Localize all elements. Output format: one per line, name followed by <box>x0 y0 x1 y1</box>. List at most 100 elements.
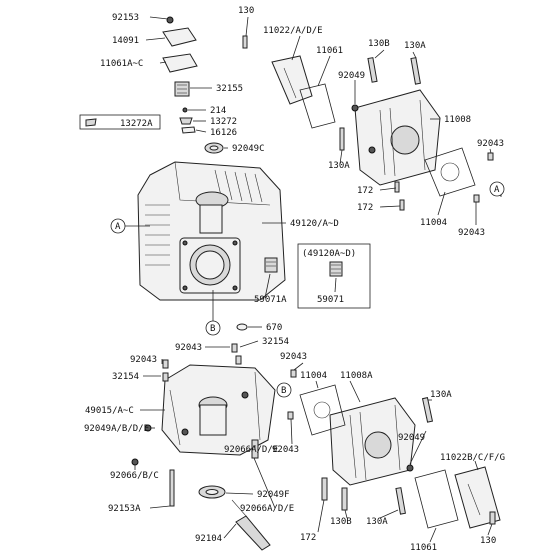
bolt-130a-bot2 <box>395 487 406 515</box>
dowel-32154-b <box>162 372 169 382</box>
label-92043-r2: 92043 <box>458 228 485 238</box>
dowel-92043-a <box>231 343 238 353</box>
label-11061-bot: 11061 <box>410 543 437 553</box>
label-92049-bot: 92049 <box>398 433 425 443</box>
label-13272: 13272 <box>210 117 237 127</box>
callout-a-right-text: A <box>494 185 500 195</box>
label-130b-top: 130B <box>368 39 390 49</box>
dowel-172-b <box>399 199 405 211</box>
crankcase-cover-49015 <box>161 364 276 456</box>
cylinder-head-11008 <box>354 89 441 186</box>
dowel-92043-left <box>162 359 169 369</box>
callout-b-center-text: B <box>210 324 215 334</box>
part-labels: 92153 14091 11061A~C 32155 214 13272 132… <box>84 6 505 553</box>
liquid-gasket-92104 <box>235 515 271 551</box>
pin-214 <box>182 107 188 113</box>
label-92043-r1: 92043 <box>477 139 504 149</box>
head-gasket-11004-bot <box>299 384 346 436</box>
bolt-130a-top <box>410 57 421 85</box>
label-92066ade-2: 92066A/D/E <box>240 504 294 514</box>
dowel-92043-r2 <box>473 194 480 203</box>
label-214: 214 <box>210 106 226 116</box>
pin-59071a <box>264 257 278 273</box>
label-92049-top: 92049 <box>338 71 365 81</box>
bolt-130b-top <box>367 57 378 83</box>
plate-13272 <box>179 117 193 125</box>
cylinder-block-49120 <box>137 161 286 301</box>
label-92104: 92104 <box>195 534 222 544</box>
callout-a-left-text: A <box>115 222 121 232</box>
label-11022bcfg: 11022B/C/F/G <box>440 453 505 463</box>
dowel-92043-bot <box>287 411 294 420</box>
label-11022ade: 11022/A/D/E <box>263 26 323 36</box>
label-670: 670 <box>266 323 282 333</box>
bolt-130a-mid <box>339 127 345 151</box>
dowel-172-bot <box>321 477 328 501</box>
gasket-11061-bot <box>414 469 459 529</box>
bolt-130a-bot1 <box>421 397 434 423</box>
label-130a-bot2: 130A <box>366 517 388 527</box>
dowel-92043-r1 <box>487 152 494 161</box>
label-13272a: 13272A <box>120 119 153 129</box>
label-14091: 14091 <box>112 36 139 46</box>
label-49015ac: 49015/A~C <box>85 406 134 416</box>
dowel-92043-b <box>235 355 242 365</box>
dowel-172-a <box>394 181 400 193</box>
label-130-top: 130 <box>238 6 254 16</box>
label-172-a: 172 <box>357 186 373 196</box>
breather-cover-14091 <box>162 27 197 47</box>
label-92049c: 92049C <box>232 144 265 154</box>
label-92043-mid: 92043 <box>280 352 307 362</box>
plug-92049-top <box>351 104 359 112</box>
label-11061-top: 11061 <box>316 46 343 56</box>
bolt-92153a <box>169 469 175 507</box>
plug-92066bc <box>131 458 139 466</box>
o-ring-670 <box>236 323 248 331</box>
label-59071a: 59071A <box>254 295 287 305</box>
label-16126: 16126 <box>210 128 237 138</box>
box-49120ad <box>297 243 371 309</box>
label-92066bc: 92066/B/C <box>110 471 159 481</box>
label-92153a: 92153A <box>108 504 141 514</box>
label-49120ad: 49120/A~D <box>290 219 339 229</box>
rocker-cover-11022 <box>271 55 313 105</box>
label-92043-a: 92043 <box>175 343 202 353</box>
label-130b-bot: 130B <box>330 517 352 527</box>
callout-a-right <box>489 181 505 197</box>
bolt-130b-bot <box>341 487 348 511</box>
box-13272a <box>79 114 161 130</box>
label-32154-a: 32154 <box>262 337 289 347</box>
label-130a-top: 130A <box>404 41 426 51</box>
label-172-b: 172 <box>357 203 373 213</box>
cylinder-head-11008a <box>329 397 416 486</box>
gasket-11061-top <box>299 83 336 129</box>
label-92049abde: 92049A/B/D/E <box>84 424 149 434</box>
label-92066ade-1: 92066A/D/E <box>224 445 278 455</box>
head-gasket-11004-top <box>424 147 476 197</box>
label-92049f: 92049F <box>257 490 290 500</box>
label-32155: 32155 <box>216 84 243 94</box>
label-59071: 59071 <box>317 295 344 305</box>
label-130a-mid: 130A <box>328 161 350 171</box>
bolt-130-bot <box>489 511 496 525</box>
label-130-bot: 130 <box>480 536 496 546</box>
label-172-bot: 172 <box>300 533 316 543</box>
label-11004-top: 11004 <box>420 218 447 228</box>
label-92153: 92153 <box>112 13 139 23</box>
label-92043-left: 92043 <box>130 355 157 365</box>
label-92043-bot: 92043 <box>272 445 299 455</box>
bolt-92153 <box>166 16 174 24</box>
gasket-11061ac <box>162 53 198 73</box>
label-130a-bot1: 130A <box>430 390 452 400</box>
bolt-130-top <box>242 35 248 49</box>
label-11004-bot: 11004 <box>300 371 327 381</box>
dowel-92043-mid <box>290 369 297 378</box>
callout-b-right-text: B <box>281 386 286 396</box>
label-11008: 11008 <box>444 115 471 125</box>
guide-16126 <box>181 126 196 134</box>
rocker-cover-11022b <box>454 466 501 529</box>
label-11061ac: 11061A~C <box>100 59 143 69</box>
callout-b-right <box>276 382 292 398</box>
